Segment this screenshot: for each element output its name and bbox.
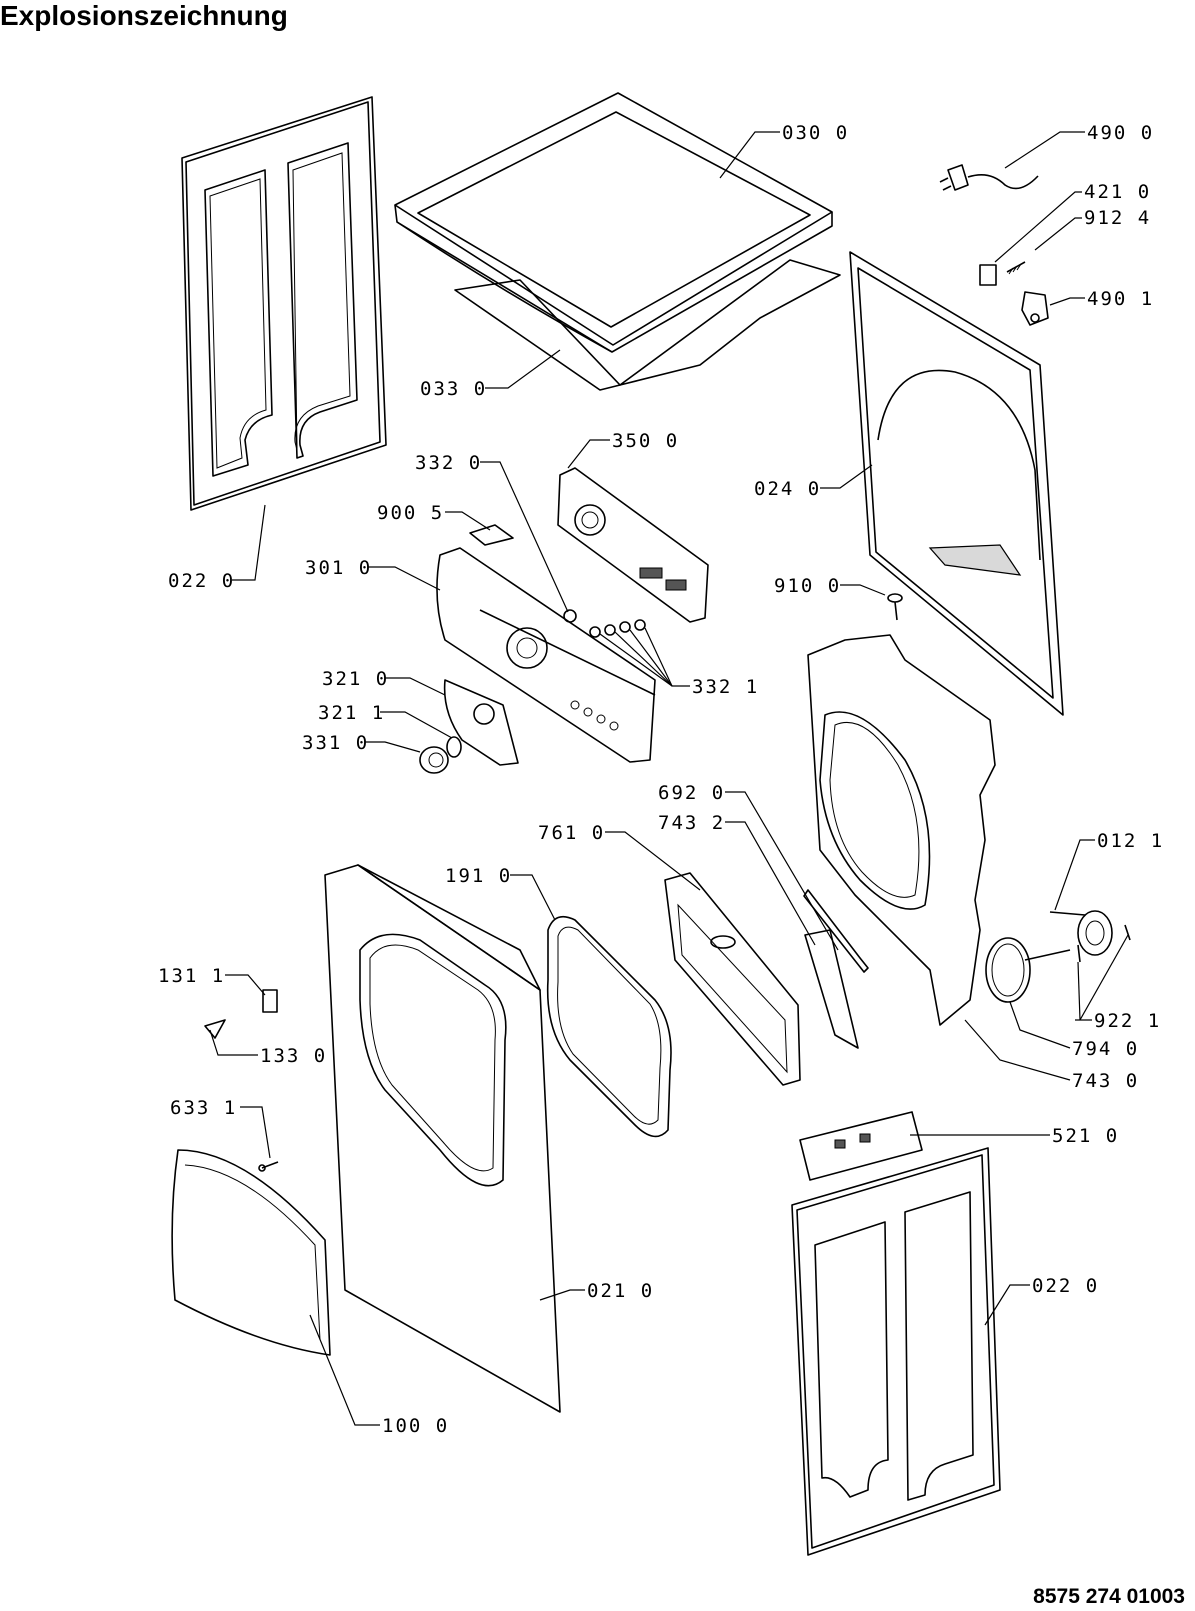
label-900-5: 900 5 xyxy=(377,502,444,524)
insulation-sheet xyxy=(454,259,841,391)
label-024-0: 024 0 xyxy=(754,478,821,500)
buttons-332-1 xyxy=(589,619,646,638)
mains-cable xyxy=(939,164,1039,191)
label-191-0: 191 0 xyxy=(445,865,512,887)
label-692-0: 692 0 xyxy=(658,782,725,804)
sheet-743-2 xyxy=(804,929,859,1049)
label-421-0: 421 0 xyxy=(1084,181,1151,203)
label-321-1: 321 1 xyxy=(318,702,385,724)
electronic-board xyxy=(799,1111,923,1181)
document-number: 8575 274 01003 xyxy=(1033,1585,1185,1608)
label-521-0: 521 0 xyxy=(1052,1125,1119,1147)
label-794-0: 794 0 xyxy=(1072,1038,1139,1060)
label-331-0: 331 0 xyxy=(302,732,369,754)
leader-lines xyxy=(209,131,1129,1426)
label-100-0: 100 0 xyxy=(382,1415,449,1437)
knob-ring xyxy=(446,736,462,758)
side-panel-top-left xyxy=(181,96,387,511)
screw-910 xyxy=(887,593,903,621)
label-301-0: 301 0 xyxy=(305,557,372,579)
label-030-0: 030 0 xyxy=(782,122,849,144)
label-133-0: 133 0 xyxy=(260,1045,327,1067)
label-490-1: 490 1 xyxy=(1087,288,1154,310)
hinge-pin xyxy=(258,1161,279,1172)
label-350-0: 350 0 xyxy=(612,430,679,452)
lint-filter xyxy=(664,872,801,1086)
label-321-0: 321 0 xyxy=(322,668,389,690)
control-board xyxy=(557,467,709,623)
label-332-0: 332 0 xyxy=(415,452,482,474)
label-910-0: 910 0 xyxy=(774,575,841,597)
side-panel-bottom-right xyxy=(791,1147,1001,1556)
label-490-0: 490 0 xyxy=(1087,122,1154,144)
fan-wheel xyxy=(1024,910,1113,961)
page-title: Explosionszeichnung xyxy=(0,0,288,31)
program-knob xyxy=(419,746,449,774)
door-panel xyxy=(171,1149,331,1356)
door-lock xyxy=(262,989,278,1013)
label-922-1: 922 1 xyxy=(1094,1010,1161,1032)
button-knob-332 xyxy=(563,609,577,623)
label-761-0: 761 0 xyxy=(538,822,605,844)
label-633-1: 633 1 xyxy=(170,1097,237,1119)
door-hook xyxy=(204,1019,226,1039)
rear-panel xyxy=(849,251,1064,716)
label-131-1: 131 1 xyxy=(158,965,225,987)
part-labels: 030 0 490 0 421 0 912 4 490 1 033 0 350 … xyxy=(158,122,1164,1437)
label-022-0-top: 022 0 xyxy=(168,570,235,592)
label-743-2: 743 2 xyxy=(658,812,725,834)
screws-922 xyxy=(1077,924,1131,963)
seal-692 xyxy=(803,889,869,973)
terminal-block xyxy=(1021,291,1049,326)
control-console xyxy=(436,547,656,763)
label-033-0: 033 0 xyxy=(420,378,487,400)
top-cover xyxy=(394,92,833,353)
belt-ring xyxy=(985,937,1031,1003)
label-743-0: 743 0 xyxy=(1072,1070,1139,1092)
front-panel xyxy=(324,864,561,1413)
clip-900-5 xyxy=(469,524,514,546)
screw-912 xyxy=(1006,261,1026,275)
program-panel xyxy=(443,679,519,766)
label-022-0-bottom: 022 0 xyxy=(1032,1275,1099,1297)
label-912-4: 912 4 xyxy=(1084,207,1151,229)
label-021-0: 021 0 xyxy=(587,1280,654,1302)
drum-housing xyxy=(807,634,996,1026)
filter-capacitor xyxy=(979,264,997,286)
door-seal xyxy=(546,915,672,1138)
label-332-1: 332 1 xyxy=(692,676,759,698)
label-012-1: 012 1 xyxy=(1097,830,1164,852)
